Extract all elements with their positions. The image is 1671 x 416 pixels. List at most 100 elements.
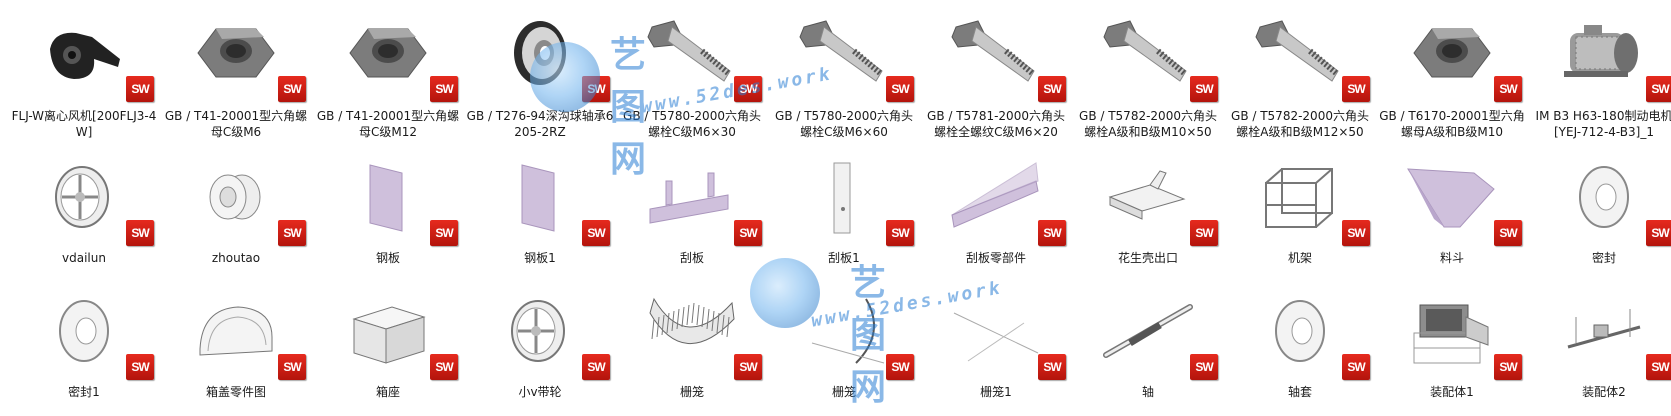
file-item[interactable]: SW 钢板	[312, 150, 464, 284]
file-item[interactable]: SW IM B3 H63-180制动电机[YEJ-712-4-B3]_1	[1528, 6, 1671, 150]
file-item[interactable]: SW 刮板零部件	[920, 150, 1072, 284]
chute-icon	[1108, 170, 1186, 220]
file-item[interactable]: SW 装配体2	[1528, 284, 1671, 416]
solidworks-badge-icon: SW	[278, 220, 306, 246]
file-label: 装配体2	[1582, 385, 1626, 399]
file-item[interactable]: SW GB / T41-20001型六角螺母C级M6	[160, 6, 312, 150]
solidworks-badge-icon: SW	[126, 354, 154, 380]
file-label: GB / T6170-20001型六角螺母A级和B级M10	[1379, 109, 1525, 139]
assembly-icon	[1413, 304, 1489, 364]
thumbnail: SW	[788, 156, 914, 246]
file-item[interactable]: SW GB / T5781-2000六角头螺栓全螺纹C级M6×20	[920, 6, 1072, 150]
solidworks-badge-icon: SW	[1494, 354, 1522, 380]
solidworks-badge-icon: SW	[886, 354, 914, 380]
file-label: GB / T5781-2000六角头螺栓全螺纹C级M6×20	[927, 109, 1065, 139]
solidworks-badge-icon: SW	[582, 220, 610, 246]
file-label: IM B3 H63-180制动电机[YEJ-712-4-B3]_1	[1535, 109, 1671, 139]
file-item[interactable]: SW 小v带轮	[464, 284, 616, 416]
solidworks-badge-icon: SW	[886, 220, 914, 246]
file-label: GB / T5780-2000六角头螺栓C级M6×30	[623, 109, 761, 139]
thumbnail: SW	[180, 156, 306, 246]
plate-icon	[521, 164, 555, 232]
file-item[interactable]: SW 刮板1	[768, 150, 920, 284]
file-item[interactable]: SW 装配体1	[1376, 284, 1528, 416]
thumbnail: SW	[484, 12, 610, 102]
thumbnail: SW	[1244, 12, 1370, 102]
file-item[interactable]: SW zhoutao	[160, 150, 312, 284]
thumbnail: SW	[28, 290, 154, 380]
bolt-icon	[1103, 20, 1187, 82]
file-item[interactable]: SW 密封1	[8, 284, 160, 416]
file-item[interactable]: SW GB / T5780-2000六角头螺栓C级M6×30	[616, 6, 768, 150]
solidworks-badge-icon: SW	[1190, 76, 1218, 102]
file-item[interactable]: SW GB / T5782-2000六角头螺栓A级和B级M12×50	[1224, 6, 1376, 150]
file-label: FLJ-W离心风机[200FLJ3-4W]	[11, 109, 157, 139]
bolt-icon	[1255, 20, 1339, 82]
long-plate-icon	[951, 162, 1039, 228]
file-item[interactable]: SW 密封	[1528, 150, 1671, 284]
bar-icon	[833, 162, 851, 234]
file-item[interactable]: SW 箱座	[312, 284, 464, 416]
file-label: 花生壳出口	[1117, 251, 1178, 265]
file-label: 钢板	[375, 251, 400, 265]
file-label: zhoutao	[211, 251, 261, 265]
bolt-icon	[647, 20, 731, 82]
solidworks-badge-icon: SW	[1038, 220, 1066, 246]
thumbnail: SW	[1396, 12, 1522, 102]
file-label: GB / T5782-2000六角头螺栓A级和B级M12×50	[1231, 109, 1369, 139]
thumbnail: SW	[1396, 290, 1522, 380]
file-item[interactable]: SW GB / T276-94深沟球轴承6205-2RZ	[464, 6, 616, 150]
file-item[interactable]: SW GB / T5782-2000六角头螺栓A级和B级M10×50	[1072, 6, 1224, 150]
file-item[interactable]: SW 花生壳出口	[1072, 150, 1224, 284]
thumbnail: SW	[636, 290, 762, 380]
file-item[interactable]: SW 栅笼	[768, 284, 920, 416]
solidworks-badge-icon: SW	[1038, 354, 1066, 380]
bearing-icon	[514, 21, 566, 85]
solidworks-badge-icon: SW	[1646, 354, 1671, 380]
pulley-icon	[511, 300, 565, 362]
thumbnail: SW	[1244, 156, 1370, 246]
thumbnail: SW	[1092, 156, 1218, 246]
file-item[interactable]: SW 料斗	[1376, 150, 1528, 284]
file-item[interactable]: SW vdailun	[8, 150, 160, 284]
file-item[interactable]: SW 轴套	[1224, 284, 1376, 416]
file-item[interactable]: SW 机架	[1224, 150, 1376, 284]
thumbnail: SW	[1092, 12, 1218, 102]
thumbnail: SW	[636, 12, 762, 102]
sleeve-icon	[209, 174, 261, 220]
thumbnail: SW	[1548, 290, 1671, 380]
file-item[interactable]: SW FLJ-W离心风机[200FLJ3-4W]	[8, 6, 160, 150]
file-label: GB / T5782-2000六角头螺栓A级和B级M10×50	[1079, 109, 1217, 139]
file-item[interactable]: SW 箱盖零件图	[160, 284, 312, 416]
file-label: 箱盖零件图	[205, 385, 266, 399]
solidworks-badge-icon: SW	[734, 220, 762, 246]
file-item[interactable]: SW 轴	[1072, 284, 1224, 416]
file-item[interactable]: SW 钢板1	[464, 150, 616, 284]
file-label: GB / T5780-2000六角头螺栓C级M6×60	[775, 109, 913, 139]
file-item[interactable]: SW 栅笼1	[920, 284, 1072, 416]
solidworks-badge-icon: SW	[1190, 354, 1218, 380]
file-item[interactable]: SW GB / T6170-20001型六角螺母A级和B级M10	[1376, 6, 1528, 150]
file-item[interactable]: SW 栅笼	[616, 284, 768, 416]
file-label: 栅笼1	[980, 385, 1012, 399]
thumbnail: SW	[332, 12, 458, 102]
file-label: 刮板零部件	[965, 251, 1026, 265]
solidworks-badge-icon: SW	[1038, 76, 1066, 102]
fan-icon	[50, 32, 120, 79]
file-item[interactable]: SW GB / T5780-2000六角头螺栓C级M6×60	[768, 6, 920, 150]
thumbnail: SW	[940, 12, 1066, 102]
solidworks-badge-icon: SW	[1190, 220, 1218, 246]
plate-icon	[369, 164, 403, 232]
file-label: 栅笼	[831, 385, 856, 399]
solidworks-badge-icon: SW	[734, 354, 762, 380]
solidworks-badge-icon: SW	[1494, 220, 1522, 246]
file-label: 刮板1	[828, 251, 860, 265]
file-item[interactable]: SW GB / T41-20001型六角螺母C级M12	[312, 6, 464, 150]
thumbnail: SW	[332, 290, 458, 380]
bolt-icon	[951, 20, 1035, 82]
thumbnail: SW	[28, 156, 154, 246]
hopper-icon	[1407, 168, 1495, 228]
file-label: 轴	[1141, 385, 1154, 399]
file-item[interactable]: SW 刮板	[616, 150, 768, 284]
file-label: 箱座	[375, 385, 400, 399]
